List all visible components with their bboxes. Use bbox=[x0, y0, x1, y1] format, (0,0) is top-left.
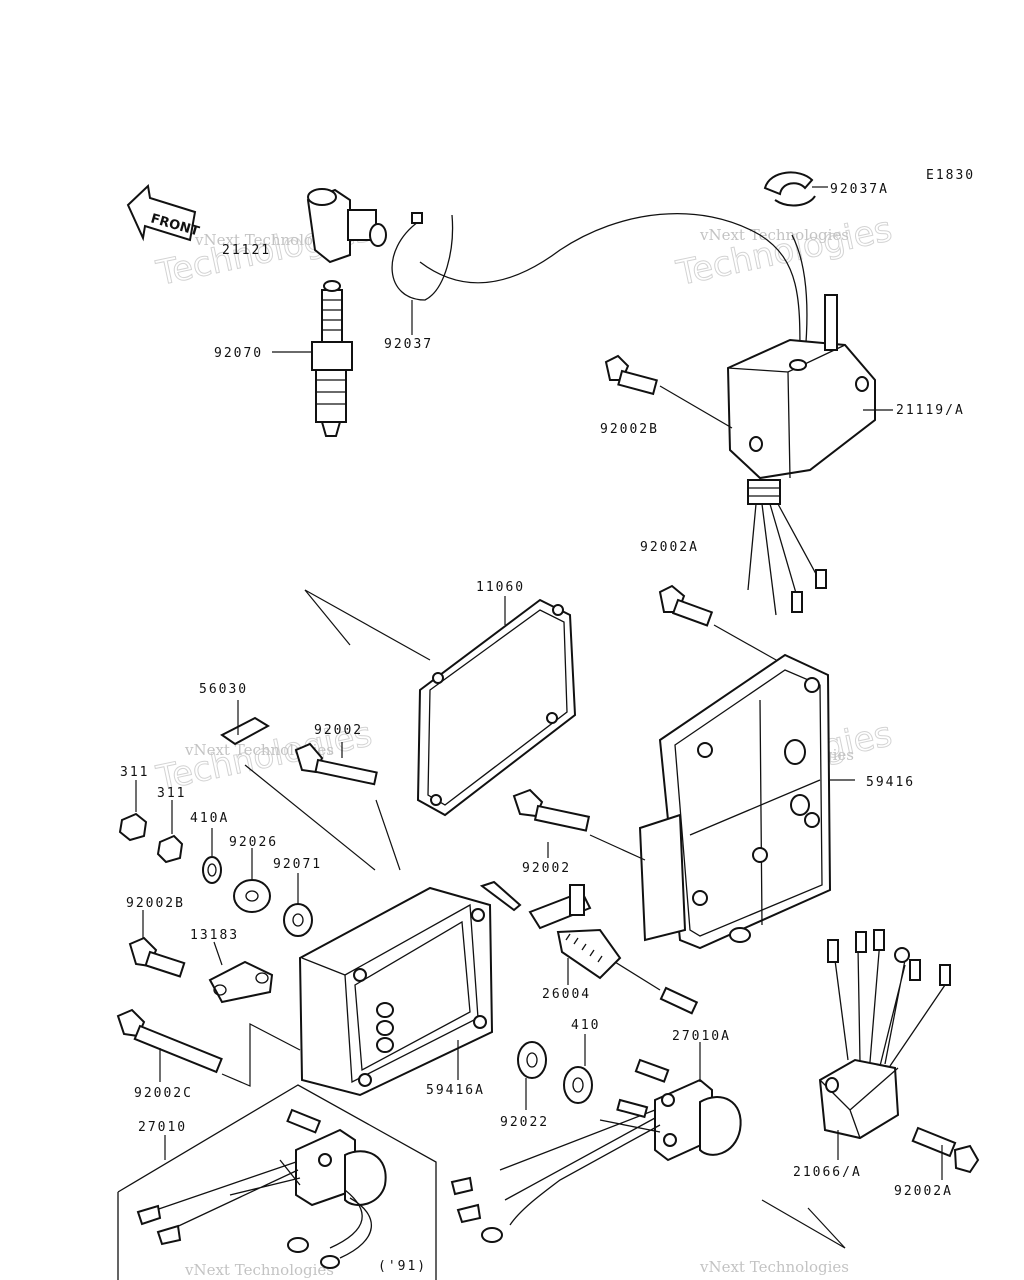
watermark-small: vNext Technologies bbox=[184, 1261, 334, 1279]
part-label: 311 bbox=[157, 786, 186, 801]
part-label: 11060 bbox=[476, 580, 525, 595]
part-label: 410A bbox=[190, 811, 229, 826]
inset-panel bbox=[117, 1084, 437, 1280]
front-arrow-icon: FRONT bbox=[126, 183, 201, 242]
part-label: 27010A bbox=[672, 1029, 731, 1044]
nut-311-a bbox=[118, 812, 148, 842]
part-label: 92002B bbox=[126, 896, 185, 911]
box-59416a bbox=[298, 886, 494, 1097]
washer-92022 bbox=[517, 1041, 547, 1079]
part-label: 92026 bbox=[229, 835, 278, 850]
hose-clamp bbox=[391, 212, 454, 301]
watermark-small: vNext Technologies bbox=[699, 226, 849, 244]
reference-code: E1830 bbox=[926, 168, 975, 183]
fitting-26004 bbox=[479, 880, 699, 1015]
part-label: 21119/A bbox=[896, 403, 965, 418]
cover-59416 bbox=[638, 653, 832, 950]
part-label: 56030 bbox=[199, 682, 248, 697]
bolt-92002-mid bbox=[512, 788, 591, 832]
watermark-small: vNext Technologies bbox=[194, 231, 344, 249]
relay-27010a bbox=[450, 1058, 742, 1243]
part-label: 26004 bbox=[542, 987, 591, 1002]
collar-92071 bbox=[283, 903, 313, 937]
part-label: 92070 bbox=[214, 346, 263, 361]
cdi-unit bbox=[726, 294, 876, 616]
part-label: 92037A bbox=[830, 182, 889, 197]
watermark-big: Technologies bbox=[673, 209, 896, 294]
nut-311-b bbox=[156, 834, 184, 864]
washer-410 bbox=[563, 1066, 593, 1104]
inset-label: ('91) bbox=[378, 1259, 427, 1274]
clamp-92037a bbox=[763, 171, 816, 207]
part-label: 92037 bbox=[384, 337, 433, 352]
washer-410a bbox=[202, 856, 222, 884]
part-label: 92002 bbox=[314, 723, 363, 738]
part-label: 410 bbox=[571, 1018, 600, 1033]
bolt-92002-long bbox=[294, 742, 378, 786]
part-label: 92002 bbox=[522, 861, 571, 876]
part-label: 92002A bbox=[894, 1184, 953, 1199]
part-label: 59416A bbox=[426, 1083, 485, 1098]
part-label: 92071 bbox=[273, 857, 322, 872]
regulator-21066a bbox=[818, 929, 951, 1140]
gasket-11060 bbox=[416, 598, 577, 817]
spark-plug bbox=[311, 280, 353, 437]
part-label: 92002B bbox=[600, 422, 659, 437]
label-plate-56030 bbox=[220, 716, 270, 746]
part-label: 21121 bbox=[222, 243, 271, 258]
bolt-92002c bbox=[116, 1008, 223, 1074]
spark-plug-cap bbox=[306, 188, 387, 264]
part-label: 27010 bbox=[138, 1120, 187, 1135]
part-label: 59416 bbox=[866, 775, 915, 790]
watermark-small: vNext Technologies bbox=[699, 1258, 849, 1276]
part-label: 311 bbox=[120, 765, 149, 780]
part-label: 92002C bbox=[134, 1086, 193, 1101]
part-label: 92022 bbox=[500, 1115, 549, 1130]
bracket-13183 bbox=[208, 960, 274, 1004]
bolt-92002b-top bbox=[604, 354, 658, 396]
part-label: 92002A bbox=[640, 540, 699, 555]
bolt-92002a-bot bbox=[911, 1126, 980, 1174]
grommet-92026 bbox=[233, 879, 271, 913]
bolt-92002b-mid bbox=[128, 936, 186, 978]
part-label: 13183 bbox=[190, 928, 239, 943]
bolt-92002a-top bbox=[658, 584, 714, 627]
part-labels: 92037A 21121 92070 92037 92002B 21119/A … bbox=[120, 182, 965, 1274]
part-label: 21066/A bbox=[793, 1165, 862, 1180]
